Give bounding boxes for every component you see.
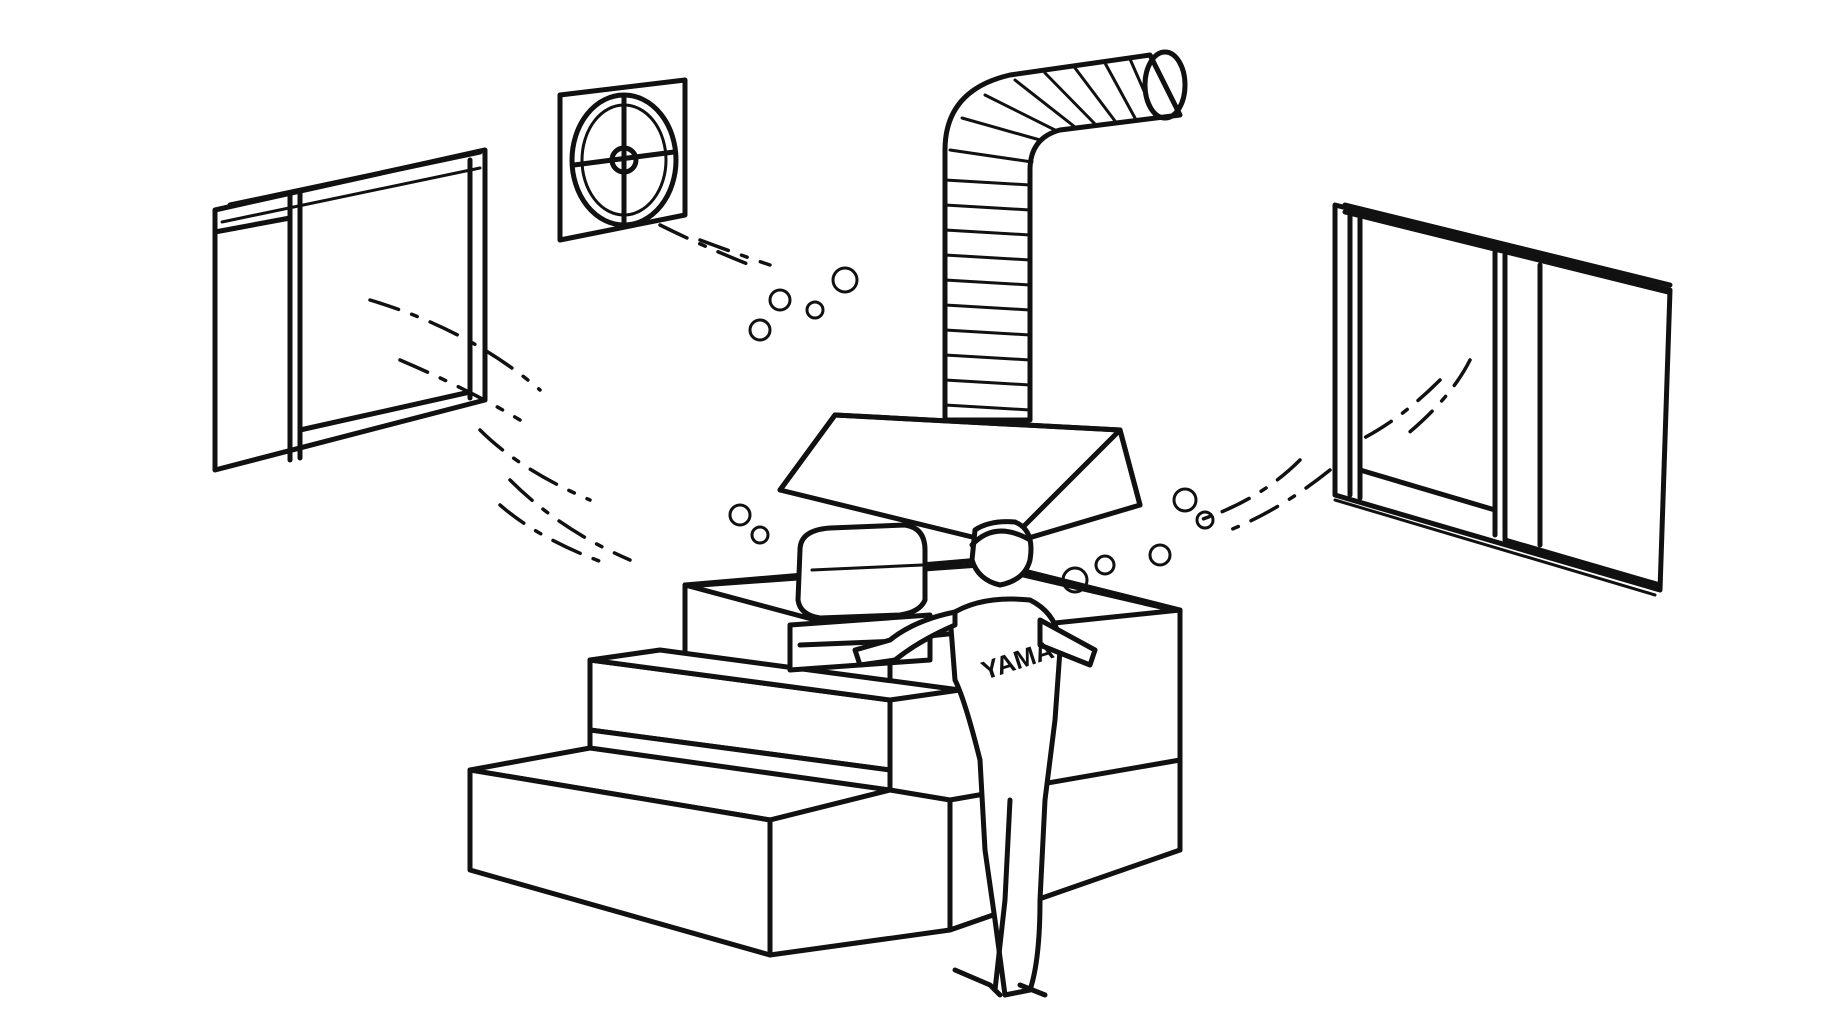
flexible-duct-icon xyxy=(942,49,1188,423)
worker-figure-icon: YAMA xyxy=(852,519,1098,998)
wall-exhaust-fan-icon xyxy=(557,77,688,243)
right-window-icon xyxy=(1332,202,1673,597)
left-window-icon xyxy=(212,147,488,473)
exhaust-hood-icon xyxy=(777,412,1143,548)
airflow-lines-icon xyxy=(368,223,1472,594)
